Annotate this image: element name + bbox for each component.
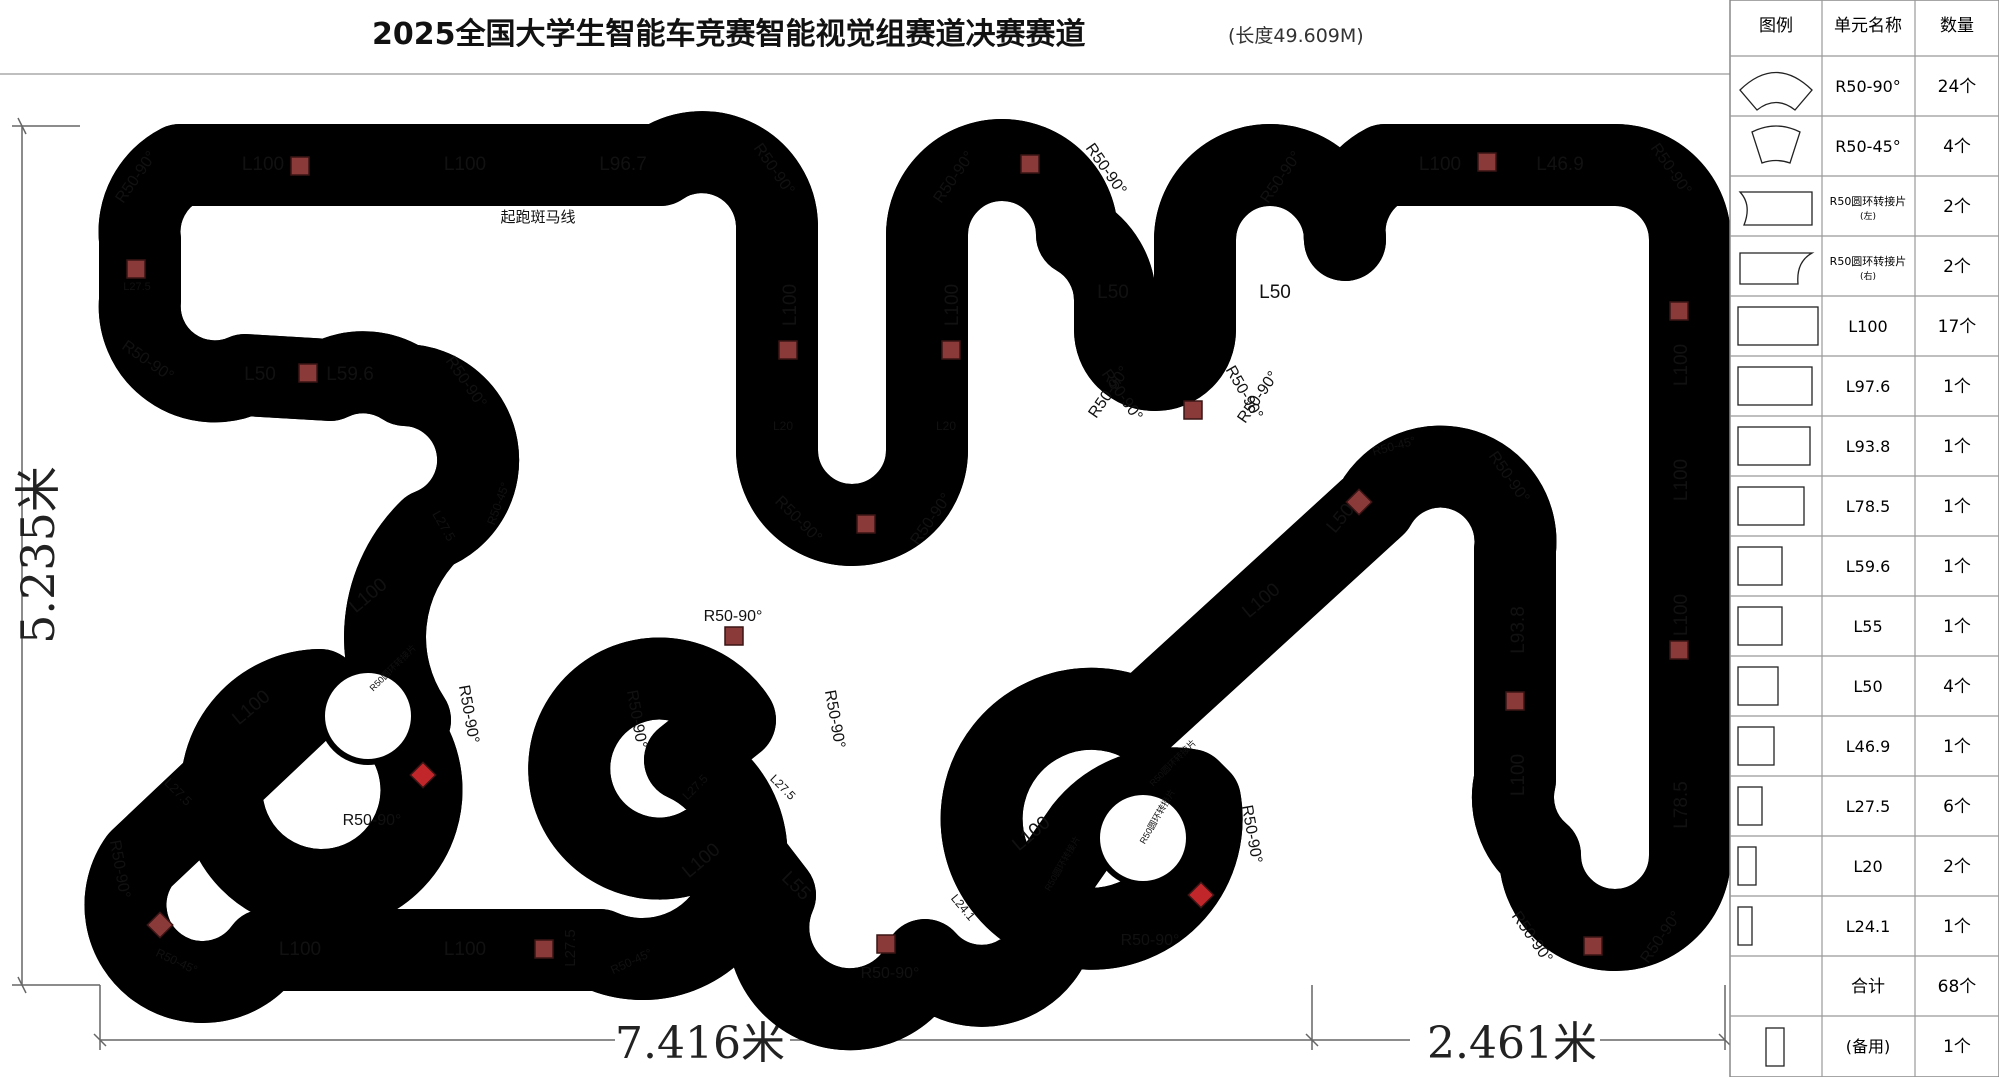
legend-row-sub: (左) (1860, 210, 1876, 222)
legend-row-name: L46.9 (1846, 737, 1891, 756)
straight-icon (1737, 426, 1811, 466)
seg-label: L46.9 (1536, 154, 1584, 175)
legend-row-name: L20 (1853, 857, 1882, 876)
legend-row-count: 2个 (1943, 857, 1971, 877)
legend-row-count: 2个 (1943, 257, 1971, 277)
legend-row-name: L93.8 (1846, 437, 1891, 456)
straight-icon (1737, 786, 1763, 826)
legend-header-icon: 图例 (1759, 16, 1793, 36)
seg-label: R50-90° (455, 684, 482, 745)
seg-label: L27.5 (562, 929, 579, 967)
seg-label: R50-90° (343, 812, 402, 829)
straight-icon (1737, 666, 1779, 706)
arc-45-icon (1751, 125, 1801, 164)
seg-label: L100 (444, 939, 486, 960)
legend-spare-count: 1个 (1943, 1037, 1971, 1057)
start-zebra-line (530, 134, 544, 194)
seg-label: L100 (1671, 459, 1692, 501)
legend-header-count: 数量 (1940, 16, 1974, 36)
legend-row-count: 1个 (1943, 737, 1971, 757)
seg-label: L27.5 (123, 281, 151, 293)
length-note: (长度49.609M) (1228, 25, 1364, 47)
seg-label: L96.7 (599, 154, 647, 175)
legend-row-count: 1个 (1943, 377, 1971, 397)
legend-total-label: 合计 (1851, 977, 1885, 997)
straight-icon (1737, 366, 1813, 406)
height-dimension: 5.235米 (11, 466, 65, 644)
width-left-dimension: 7.416米 (615, 1018, 785, 1069)
straight-icon (1737, 846, 1757, 886)
seg-label: L100 (242, 154, 284, 175)
seg-label: L100 (279, 939, 321, 960)
legend-row-count: 1个 (1943, 617, 1971, 637)
seg-label: L20 (936, 419, 956, 433)
seg-label: L59.6 (326, 364, 374, 385)
legend-row-name: R50圆环转接片 (1830, 194, 1907, 208)
legend-row-count: 24个 (1938, 77, 1977, 97)
seg-label: L50 (244, 364, 276, 385)
seg-label: L78.5 (1671, 781, 1692, 829)
legend-row-sub: (右) (1860, 270, 1876, 282)
legend-row-name: R50圆环转接片 (1830, 254, 1907, 268)
seg-label: L100 (1671, 344, 1692, 386)
seg-label: L20 (773, 419, 793, 433)
ring-adapter-right-icon (1739, 252, 1815, 285)
seg-label: R50-90° (861, 965, 920, 982)
legend-row-count: 4个 (1943, 677, 1971, 697)
seg-label: L100 (1671, 594, 1692, 636)
straight-icon (1737, 546, 1783, 586)
seg-label: L100 (1508, 754, 1529, 796)
seg-label: L100 (780, 284, 801, 326)
straight-icon (1737, 726, 1775, 766)
legend-row-name: R50-90° (1835, 77, 1901, 96)
seg-label: L50 (1097, 282, 1129, 303)
legend-row-count: 2个 (1943, 197, 1971, 217)
legend-row-count: 17个 (1938, 317, 1977, 337)
seg-label: R50-90° (1121, 932, 1180, 949)
legend-row-name: L50 (1853, 677, 1882, 696)
legend-row-name: L59.6 (1846, 557, 1891, 576)
straight-icon (1737, 306, 1819, 346)
legend-rows: R50-90° 24个 R50-45° 4个 R50圆环转接片 (左) 2个 R50圆环转接片… (1730, 55, 1999, 1067)
legend-row-name: L24.1 (1846, 917, 1891, 936)
legend-row-count: 1个 (1943, 497, 1971, 517)
legend-row-name: L97.6 (1846, 377, 1891, 396)
legend-row-count: 1个 (1943, 437, 1971, 457)
legend-row-name: L100 (1848, 317, 1887, 336)
legend-spare-label: (备用) (1846, 1037, 1891, 1056)
legend-row-name: L78.5 (1846, 497, 1891, 516)
straight-icon (1737, 906, 1753, 946)
seg-label: L100 (942, 284, 963, 326)
arc-90-icon (1739, 71, 1813, 111)
start-line-label: 起跑斑马线 (500, 208, 575, 226)
track-outline (125, 152, 1730, 1009)
seg-label: L100 (444, 154, 486, 175)
legend-total-count: 68个 (1938, 977, 1977, 997)
straight-icon (1737, 486, 1805, 526)
seg-label: L93.8 (1508, 606, 1529, 654)
seg-label: R50-90° (1238, 804, 1265, 865)
page-title: 2025全国大学生智能车竞赛智能视觉组赛道决赛赛道 (372, 17, 1086, 52)
seg-label: L100 (1419, 154, 1461, 175)
width-right-dimension: 2.461米 (1427, 1018, 1597, 1069)
legend-row-count: 4个 (1943, 137, 1971, 157)
ring-adapter-left-icon (1738, 191, 1813, 226)
legend-table: 图例 单元名称 数量 R50-90° 24个 R50-45° 4个 R50圆环转接片 (左… (1729, 0, 1999, 1077)
seg-label: L50 (1259, 282, 1291, 303)
legend-row-count: 1个 (1943, 557, 1971, 577)
seg-label: R50-90° (704, 608, 763, 625)
legend-row-name: L27.5 (1846, 797, 1891, 816)
spare-piece-icon (1765, 1027, 1785, 1067)
seg-label: R50-90° (821, 689, 848, 750)
red-markers (126, 152, 1689, 959)
legend-row-count: 1个 (1943, 917, 1971, 937)
legend-header-name: 单元名称 (1834, 16, 1902, 36)
legend-row-name: R50-45° (1835, 137, 1901, 156)
legend-row-count: 6个 (1943, 797, 1971, 817)
ring-islands (319, 667, 1192, 887)
legend-row-name: L55 (1853, 617, 1882, 636)
straight-icon (1737, 606, 1783, 646)
